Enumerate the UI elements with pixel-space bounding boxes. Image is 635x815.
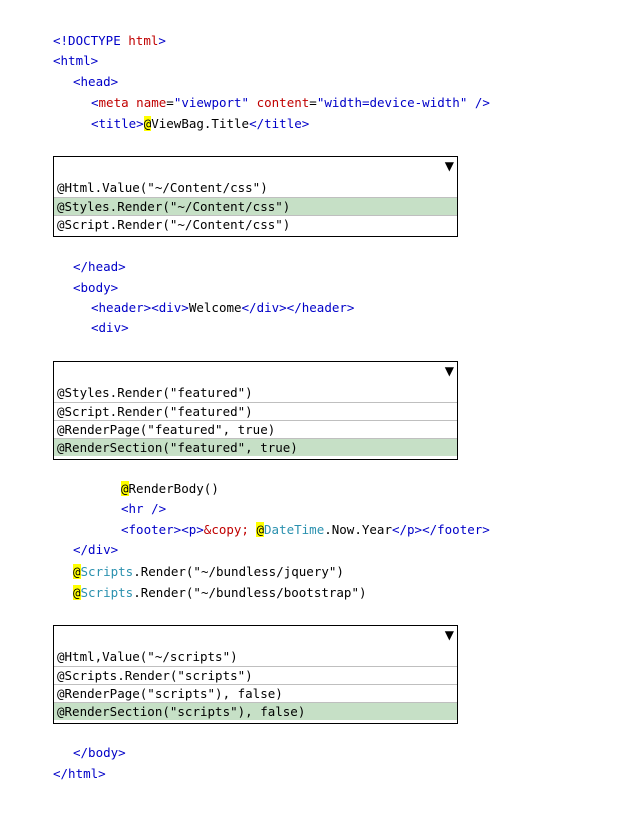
renderbody-line: @RenderBody() xyxy=(121,481,219,496)
dropdown-option[interactable]: @Scripts.Render("scripts") xyxy=(54,666,457,684)
dropdown-option[interactable]: @Html.Value("~/Content/css") xyxy=(57,180,268,195)
dropdown-featured[interactable]: ▼ @Styles.Render("featured") @Script.Ren… xyxy=(53,361,458,460)
dropdown-arrow-icon[interactable]: ▼ xyxy=(444,364,454,378)
dropdown-option[interactable]: @Html,Value("~/scripts") xyxy=(57,649,238,664)
razor-at-highlight: @ xyxy=(73,564,81,579)
doctype-line: <!DOCTYPE html> xyxy=(53,33,166,48)
html-close-line: </html> xyxy=(53,766,106,781)
dropdown-option-selected[interactable]: @Styles.Render("~/Content/css") xyxy=(54,197,457,215)
body-open-line: <body> xyxy=(73,280,119,295)
dropdown-arrow-icon[interactable]: ▼ xyxy=(444,159,454,173)
body-close-line: </body> xyxy=(73,745,126,760)
razor-at-highlight: @ xyxy=(256,522,265,537)
footer-line: <footer><p>&copy; @DateTime.Now.Year</p>… xyxy=(121,522,490,537)
dropdown-option-selected[interactable]: @RenderSection("featured", true) xyxy=(54,438,457,456)
header-line: <header><div>Welcome</div></header> xyxy=(91,300,355,315)
dropdown-option[interactable]: @Script.Render("featured") xyxy=(54,402,457,420)
dropdown-option[interactable]: @Styles.Render("featured") xyxy=(57,385,253,400)
div-close-line: </div> xyxy=(73,542,119,557)
hr-line: <hr /> xyxy=(121,501,167,516)
dropdown-scripts[interactable]: ▼ @Html,Value("~/scripts") @Scripts.Rend… xyxy=(53,625,458,724)
title-line: <title>@ViewBag.Title</title> xyxy=(91,116,310,131)
razor-at-highlight: @ xyxy=(121,481,129,496)
div-open-line: <div> xyxy=(91,320,129,335)
razor-at-highlight: @ xyxy=(143,116,152,131)
dropdown-arrow-icon[interactable]: ▼ xyxy=(444,628,454,642)
html-open-line: <html> xyxy=(53,53,99,68)
head-open-line: <head> xyxy=(73,74,119,89)
scripts-jquery-line: @Scripts.Render("~/bundless/jquery") xyxy=(73,564,344,579)
meta-line: <meta name="viewport" content="width=dev… xyxy=(91,95,490,110)
scripts-bootstrap-line: @Scripts.Render("~/bundless/bootstrap") xyxy=(73,585,367,600)
dropdown-option[interactable]: @RenderPage("featured", true) xyxy=(54,420,457,438)
dropdown-option-selected[interactable]: @RenderSection("scripts"), false) xyxy=(54,702,457,720)
head-close-line: </head> xyxy=(73,259,126,274)
dropdown-head-styles[interactable]: ▼ @Html.Value("~/Content/css") @Styles.R… xyxy=(53,156,458,237)
dropdown-option[interactable]: @Script.Render("~/Content/css") xyxy=(54,215,457,233)
razor-at-highlight: @ xyxy=(73,585,81,600)
dropdown-option[interactable]: @RenderPage("scripts"), false) xyxy=(54,684,457,702)
